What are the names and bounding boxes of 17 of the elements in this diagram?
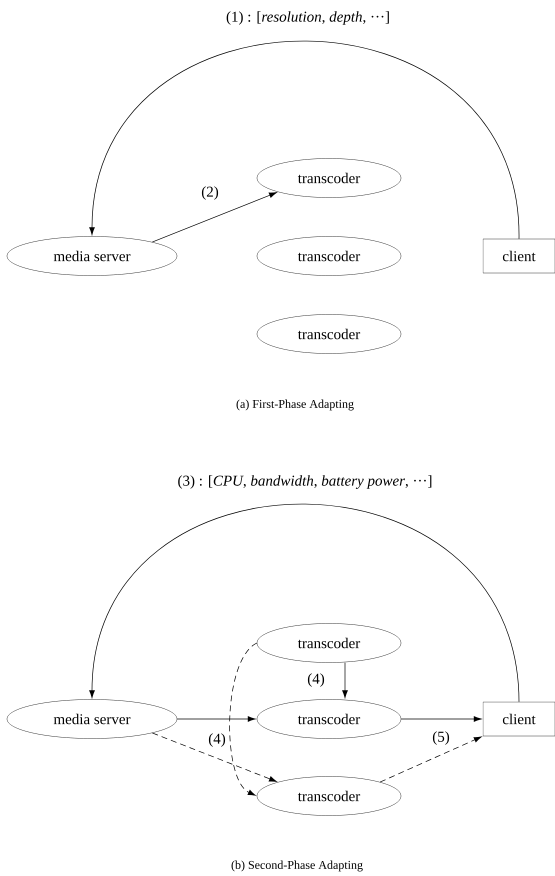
- caption: (a) First-Phase Adapting: [236, 400, 354, 410]
- edge-label: (4): [306, 672, 326, 688]
- arrow: [176, 716, 256, 722]
- arrow: [400, 716, 482, 722]
- arrow: [380, 736, 482, 782]
- arrow: [342, 662, 348, 698]
- edge-label: (1) : [resolution, depth, ···]: [225, 10, 391, 26]
- client-box: client: [482, 238, 555, 274]
- caption: (b) Second-Phase Adapting: [232, 860, 363, 872]
- arrow: [229, 642, 258, 796]
- client-box: client: [482, 702, 555, 736]
- arrow: [152, 192, 277, 242]
- edge-label: (3) : [CPU, bandwidth, battery power, ···]: [176, 474, 434, 490]
- edge-label: (5): [431, 730, 451, 746]
- edge-label: (2): [200, 185, 220, 201]
- arrow: [152, 732, 277, 782]
- edge-label: (4): [207, 732, 227, 748]
